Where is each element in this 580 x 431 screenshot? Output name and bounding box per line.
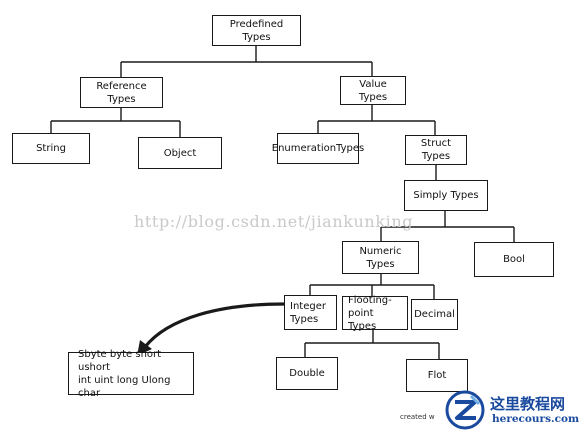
floating-point-types-line-1: Flooting-point: [348, 294, 392, 319]
integer-types-line-1: Integer: [290, 300, 326, 312]
site-logo-icon: [445, 390, 485, 430]
node-predefined-types: Predefined Types: [212, 15, 301, 46]
integer-type-list-line-2: int uint long Ulong char: [78, 374, 171, 399]
connector-predefined: [120, 46, 373, 77]
integer-type-list-line-1: Sbyte byte short ushort: [78, 348, 162, 373]
node-value-types: Value Types: [340, 76, 406, 105]
node-simply-types: Simply Types: [404, 180, 488, 211]
node-floating-point-types: Flooting-point Types: [342, 294, 408, 332]
watermark-text: http://blog.csdn.net/jiankunking: [134, 212, 414, 231]
floating-point-types-line-2: Types: [348, 320, 377, 332]
node-string: String: [12, 133, 90, 164]
connector-integer-arrow: [143, 302, 285, 348]
credit-text: created w: [400, 413, 435, 421]
node-integer-types: Integer Types: [284, 295, 337, 330]
connector-simply: [380, 211, 515, 242]
connector-reference: [50, 108, 181, 137]
connector-floating: [304, 330, 440, 359]
integer-types-line-2: Types: [290, 313, 319, 325]
node-double: Double: [276, 357, 338, 390]
node-flot: Flot: [406, 359, 468, 392]
node-bool: Bool: [474, 242, 554, 277]
connector-value: [317, 105, 436, 135]
node-struct-types: Struct Types: [405, 135, 467, 165]
node-decimal: Decimal: [411, 299, 458, 330]
node-reference-types: Reference Types: [80, 77, 163, 108]
node-enumeration-types: EnumerationTypes: [272, 133, 364, 164]
site-logo-text-en: herecours.com: [492, 413, 580, 425]
connector-numeric: [309, 274, 435, 299]
site-logo-text-cn: 这里教程网: [490, 395, 566, 413]
node-integer-type-list: Sbyte byte short ushort int uint long Ul…: [68, 349, 194, 399]
node-object: Object: [138, 137, 222, 169]
node-numeric-types: Numeric Types: [342, 241, 419, 274]
